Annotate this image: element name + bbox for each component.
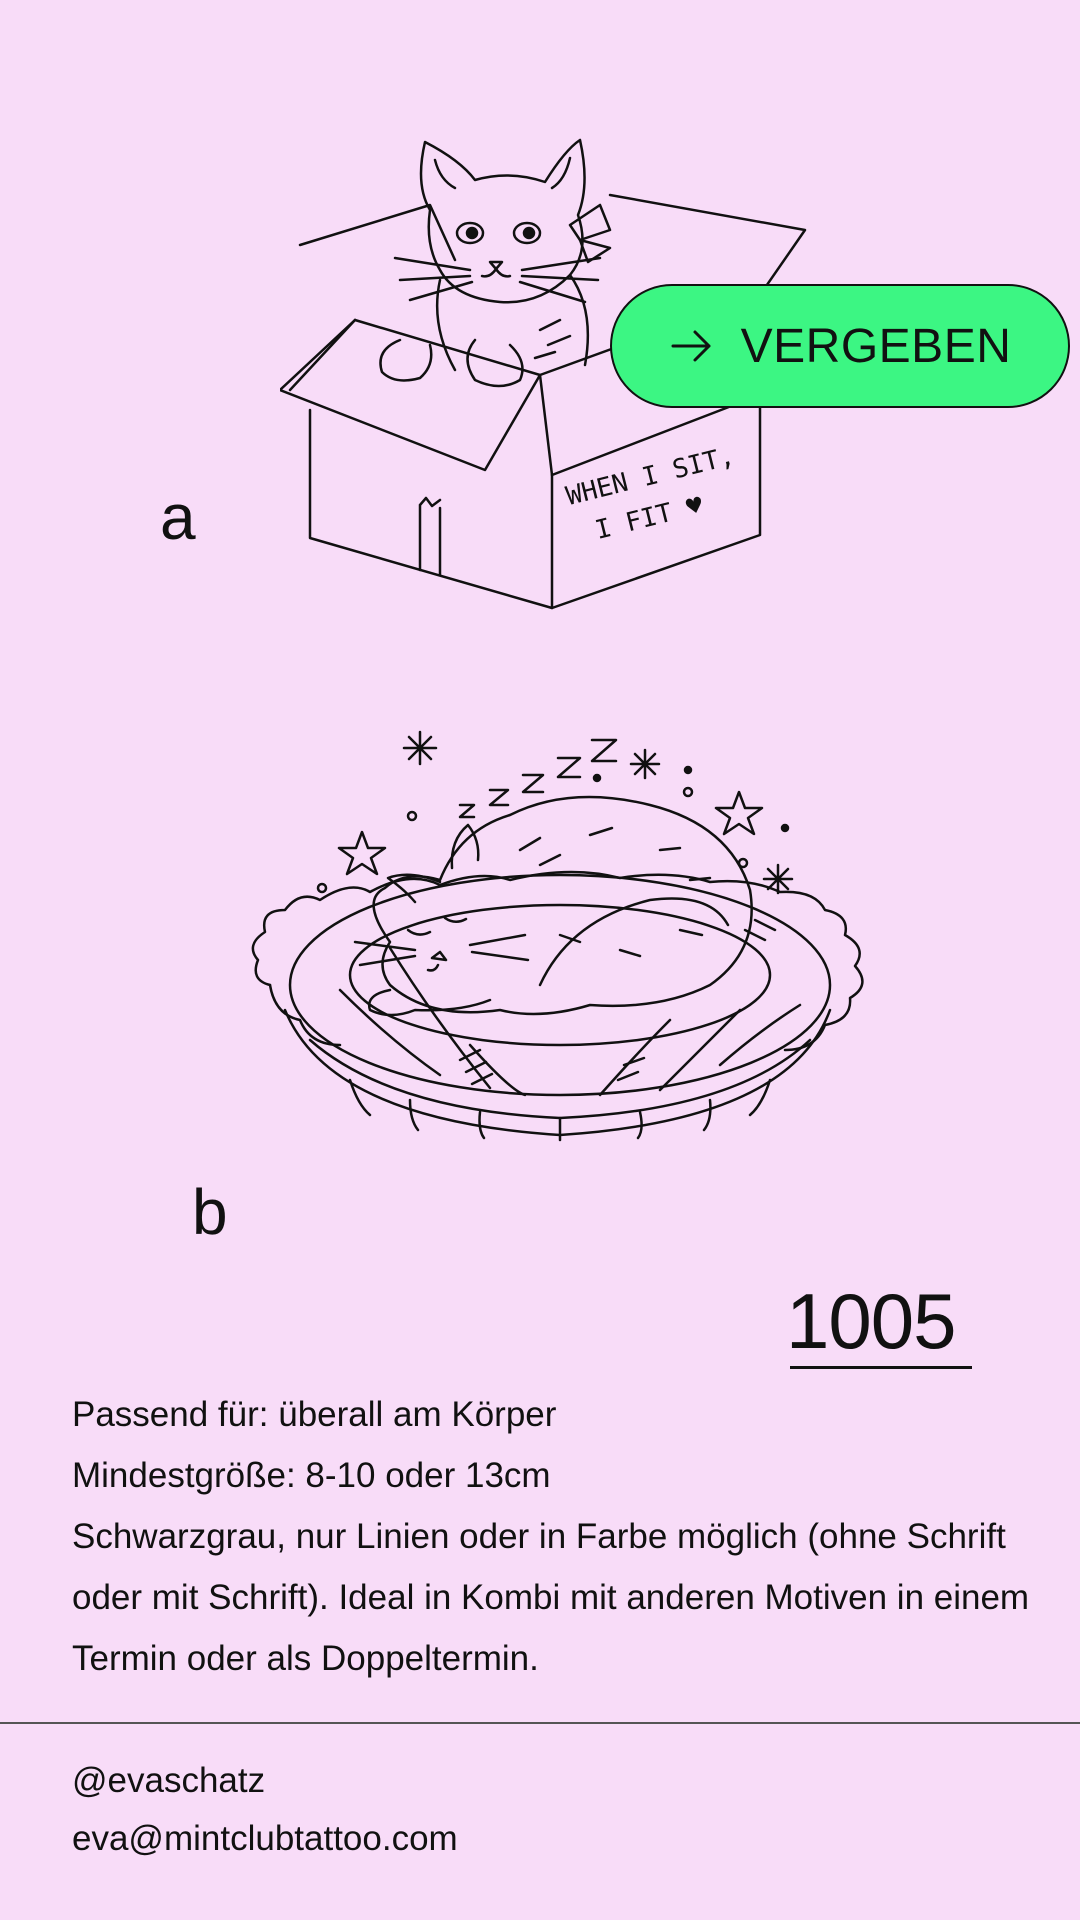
email-link[interactable]: eva@mintclubtattoo.com [72, 1819, 458, 1858]
divider [0, 1722, 1080, 1724]
description-placement: Passend für: überall am Körper [72, 1395, 557, 1434]
design-description: Passend für: überall am Körper Mindestgr… [72, 1384, 1032, 1689]
cat-in-box-illustration [280, 130, 820, 620]
sleeping-cat-illustration [240, 720, 880, 1210]
design-letter-b: b [192, 1176, 228, 1248]
design-number-underline [790, 1366, 972, 1369]
arrow-right-icon [669, 328, 713, 364]
design-letter-a: a [160, 481, 196, 553]
description-min-size: Mindestgröße: 8-10 oder 13cm [72, 1456, 551, 1495]
contact-info: @evaschatz eva@mintclubtattoo.com [72, 1752, 458, 1868]
description-details: Schwarzgrau, nur Linien oder in Farbe mö… [72, 1517, 1030, 1678]
heart-icon: ♥ [683, 490, 706, 524]
status-label: VERGEBEN [740, 319, 1012, 373]
status-badge-vergeben[interactable]: VERGEBEN [610, 284, 1070, 408]
instagram-handle-link[interactable]: @evaschatz [72, 1761, 266, 1800]
design-number: 1005 [786, 1277, 957, 1365]
